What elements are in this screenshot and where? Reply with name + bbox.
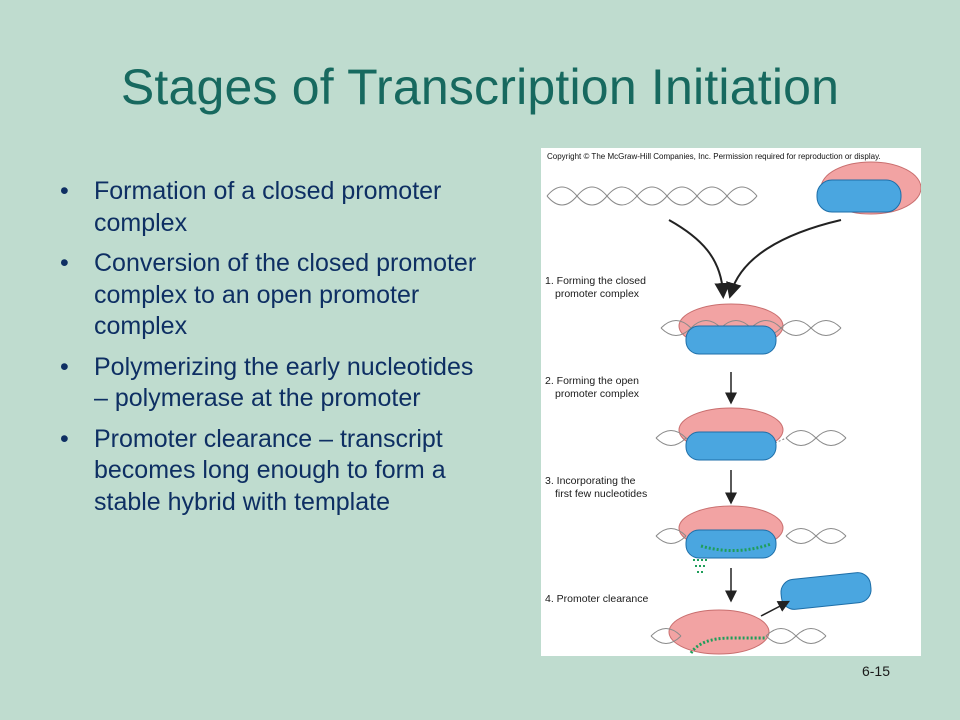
merge-arrows	[668, 219, 842, 299]
bullet-text: Polymerizing the early nucleotides – pol…	[94, 352, 474, 413]
closed-complex	[660, 303, 842, 355]
page-number: 6-15	[861, 663, 890, 679]
elongation-complex	[650, 609, 827, 655]
bullet-dot: •	[60, 352, 69, 381]
arrow-release	[760, 600, 790, 617]
bullet-text: Conversion of the closed promoter comple…	[94, 249, 477, 340]
step-label-4: 4. Promoter clearance	[545, 593, 649, 605]
step-label-1: 1. Forming the closed promoter complex	[545, 275, 646, 300]
bullet-item: • Formation of a closed promoter complex	[60, 176, 480, 239]
step-label-2: 2. Forming the open promoter complex	[545, 375, 640, 400]
bullet-text: Formation of a closed promoter complex	[94, 177, 442, 237]
transcription-diagram	[546, 161, 921, 655]
copyright-notice: Copyright © The McGraw-Hill Companies, I…	[547, 152, 881, 161]
polymerase-holoenzyme	[816, 161, 921, 215]
bullet-text: Promoter clearance – transcript becomes …	[94, 424, 446, 516]
bullet-dot: •	[60, 249, 69, 277]
step-label-3: 3. Incorporating the first few nucleotid…	[545, 475, 648, 500]
transcription-figure: Copyright © The McGraw-Hill Companies, I…	[541, 148, 921, 656]
initial-transcription-complex	[655, 505, 847, 573]
bullet-item: • Promoter clearance – transcript become…	[60, 424, 480, 519]
bullet-dot: •	[60, 177, 69, 205]
bullet-dot: •	[60, 424, 69, 453]
bullet-item: • Conversion of the closed promoter comp…	[60, 248, 480, 343]
dna-helix-free	[546, 186, 758, 206]
bullet-item: • Polymerizing the early nucleotides – p…	[60, 352, 480, 415]
open-complex	[655, 407, 847, 461]
bullet-list: • Formation of a closed promoter complex…	[60, 176, 480, 527]
released-core-polymerase	[780, 572, 872, 610]
slide-title: Stages of Transcription Initiation	[120, 59, 840, 115]
